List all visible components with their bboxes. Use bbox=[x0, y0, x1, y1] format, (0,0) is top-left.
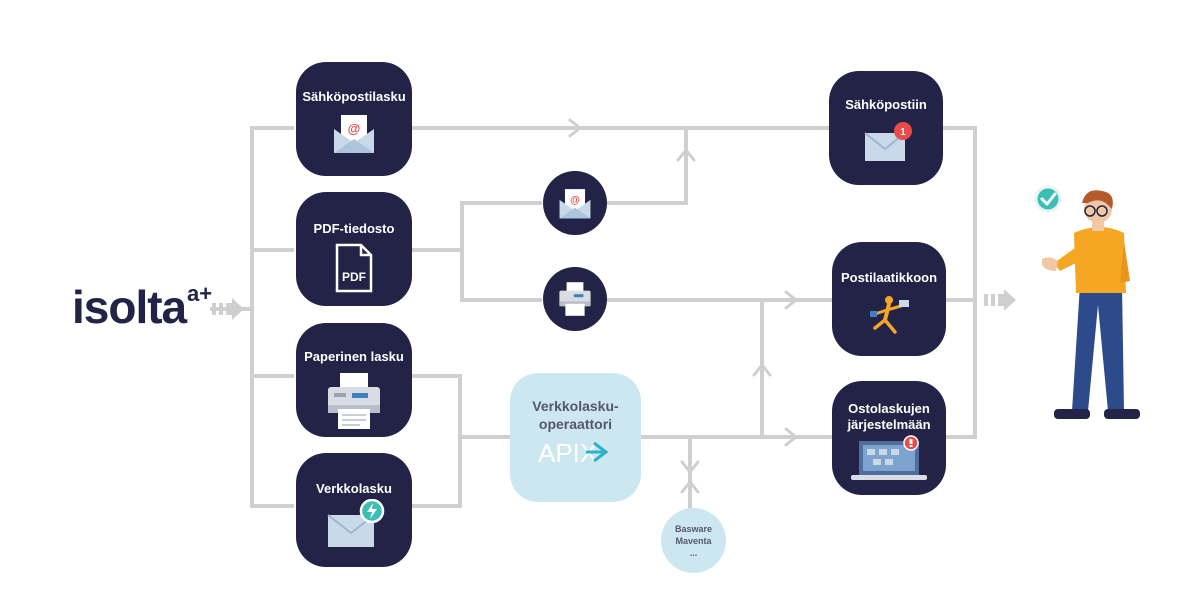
output-node-email[interactable]: Sähköpostiin 1 bbox=[829, 71, 943, 185]
output-node-label: Ostolaskujen järjestelmään bbox=[847, 401, 931, 432]
operator-label: Verkkolasku- operaattori bbox=[532, 398, 619, 432]
input-node-label: Verkkolasku bbox=[316, 481, 392, 496]
printer-icon bbox=[328, 373, 380, 429]
output-node-postbox[interactable]: Postilaatikkoon bbox=[832, 242, 946, 356]
email-envelope-icon: @ bbox=[334, 115, 374, 153]
output-node-label: Sähköpostiin bbox=[845, 97, 927, 112]
input-node-label: Paperinen lasku bbox=[304, 349, 404, 364]
e-invoice-envelope-icon bbox=[327, 499, 385, 547]
printer-icon bbox=[559, 282, 591, 316]
input-node-email-invoice[interactable]: Sähköpostilasku @ bbox=[296, 62, 412, 176]
intermediate-email-circle[interactable]: @ bbox=[543, 171, 607, 235]
input-node-e-invoice[interactable]: Verkkolasku bbox=[296, 453, 412, 567]
input-node-pdf[interactable]: PDF-tiedosto PDF bbox=[296, 192, 412, 306]
operator-maventa-label: Maventa bbox=[675, 535, 712, 546]
svg-text:PDF: PDF bbox=[342, 270, 366, 284]
notification-badge: 1 bbox=[900, 127, 906, 138]
output-node-purchase-system[interactable]: Ostolaskujen järjestelmään bbox=[832, 381, 946, 495]
output-node-label: Postilaatikkoon bbox=[840, 270, 938, 285]
svg-text:@: @ bbox=[570, 195, 580, 206]
pdf-file-icon: PDF bbox=[335, 243, 373, 293]
svg-text:@: @ bbox=[348, 121, 361, 136]
email-envelope-icon: @ bbox=[559, 189, 591, 219]
input-node-label: Sähköpostilasku bbox=[302, 89, 406, 104]
checkmark-icon bbox=[1034, 185, 1062, 213]
intermediate-printer-circle[interactable] bbox=[543, 267, 607, 331]
apix-logo-icon: APIX bbox=[538, 438, 608, 467]
more-operators-ellipsis: ... bbox=[689, 547, 698, 558]
operator-basware-label: Basware bbox=[674, 523, 713, 534]
operator-node-apix[interactable]: Verkkolasku- operaattori APIX bbox=[510, 373, 641, 502]
input-node-paper[interactable]: Paperinen lasku bbox=[296, 323, 412, 437]
recipient-person-illustration bbox=[1034, 185, 1140, 419]
isolta-logo: isolta bbox=[72, 281, 187, 333]
input-node-label: PDF-tiedosto bbox=[313, 221, 395, 236]
mail-notification-icon: 1 bbox=[864, 122, 912, 161]
isolta-logo-superscript: a+ bbox=[187, 281, 213, 306]
laptop-alert-icon bbox=[851, 435, 927, 480]
running-postman-icon bbox=[870, 296, 909, 334]
other-operators-bubble[interactable]: Basware Maventa ... bbox=[661, 508, 726, 573]
